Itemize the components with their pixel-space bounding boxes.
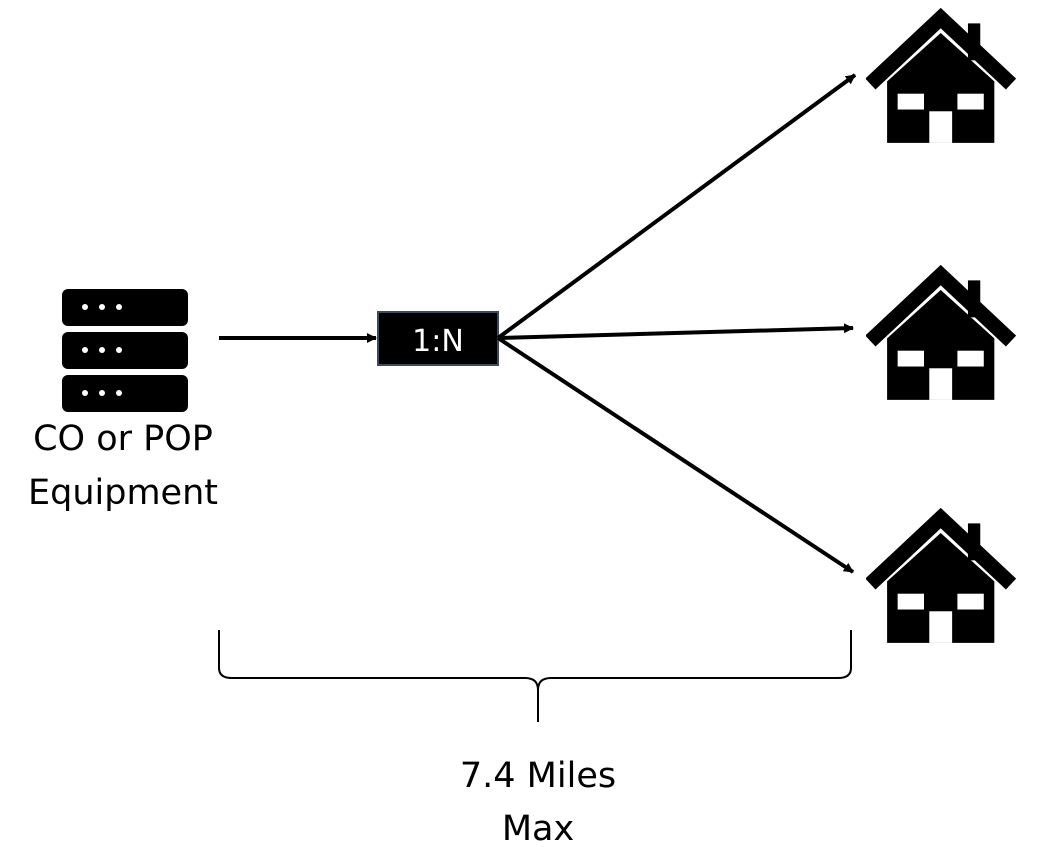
distance-label-line1: 7.4 Miles [460, 756, 616, 796]
house-icon [870, 275, 1011, 400]
house-icon [870, 518, 1011, 643]
distance-label-line2: Max [502, 809, 574, 847]
splitter-label: 1:N [412, 324, 464, 359]
drop-arrow-top [496, 73, 857, 340]
drop-arrow-bottom [496, 336, 855, 574]
distance-brace [218, 630, 852, 722]
splitter-box: 1:N [377, 311, 499, 366]
source-label-line1: CO or POP [33, 419, 213, 459]
house-icon [870, 18, 1011, 143]
server-icon [62, 289, 188, 412]
source-label-line2: Equipment [28, 473, 218, 513]
drop-arrow-middle [497, 323, 854, 340]
